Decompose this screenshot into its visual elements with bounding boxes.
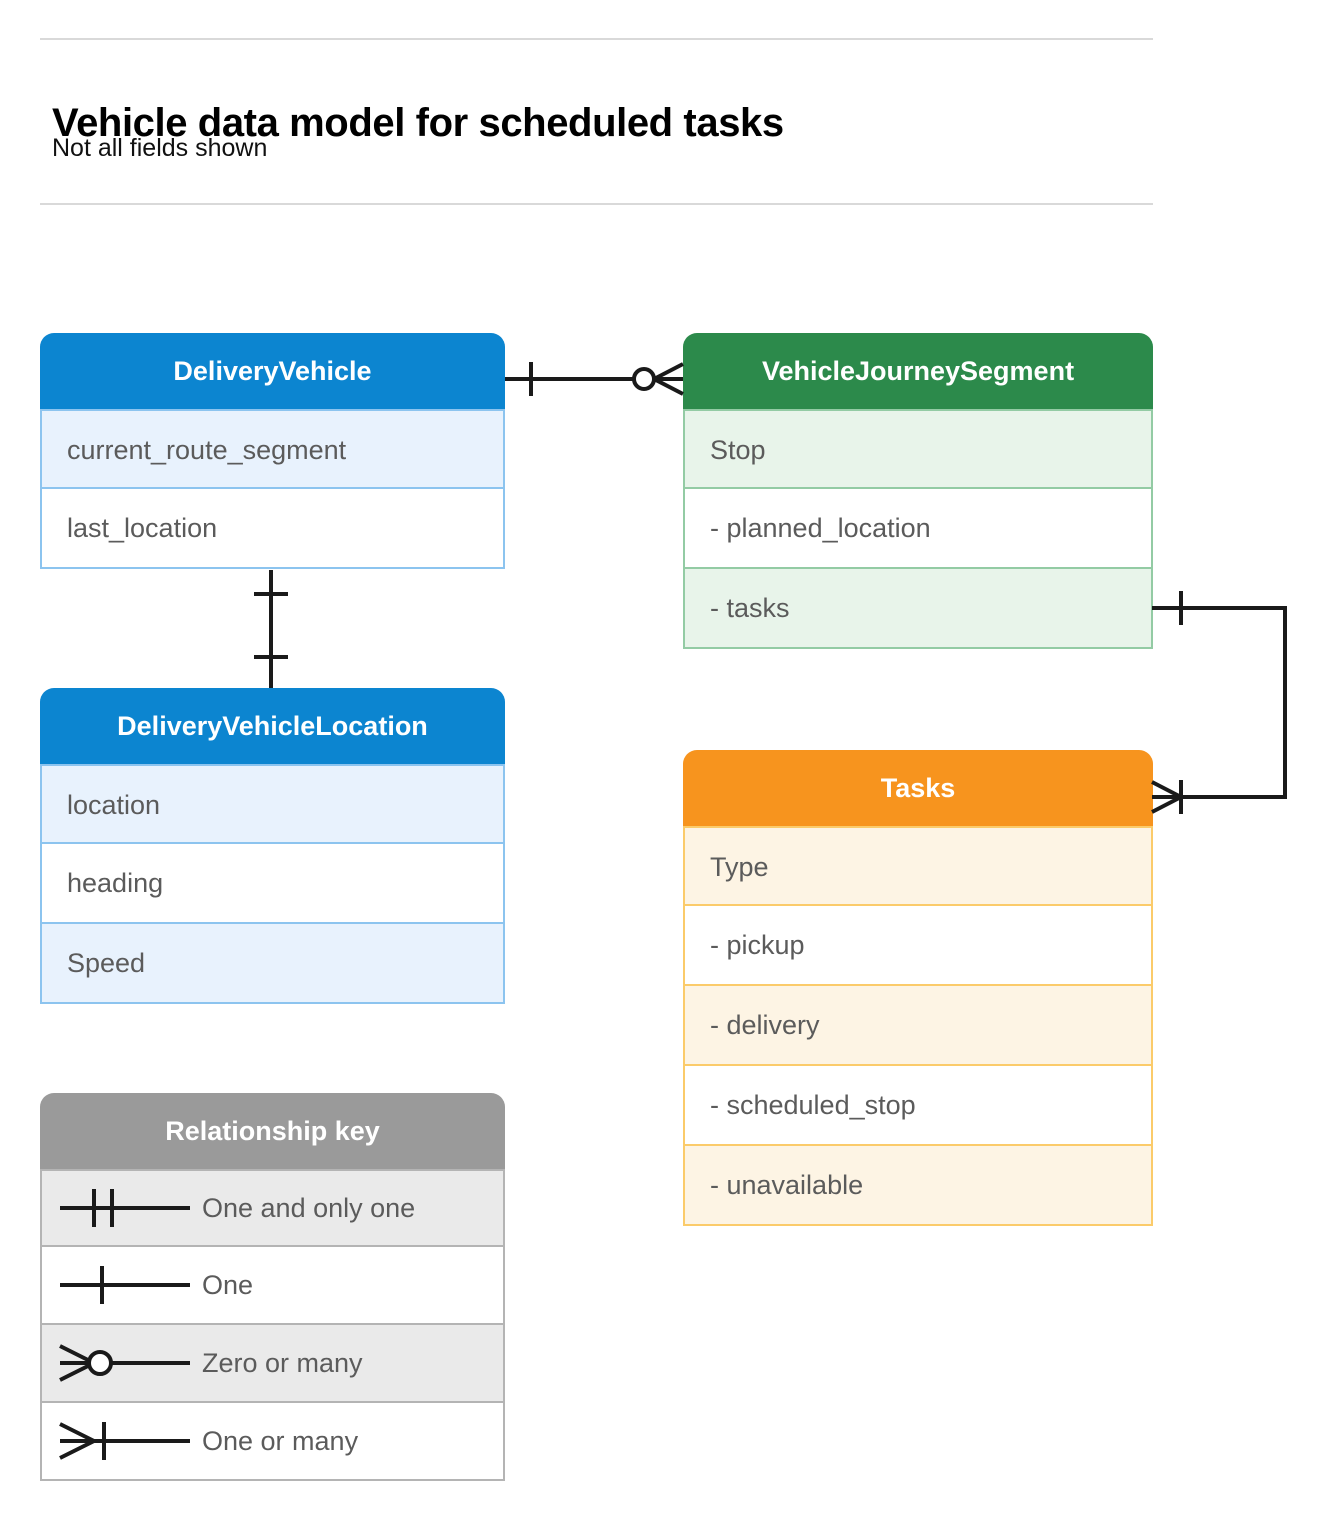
entity-delivery-vehicle[interactable]: DeliveryVehicle current_route_segment la… bbox=[40, 333, 505, 569]
entity-field-row[interactable]: - delivery bbox=[683, 986, 1153, 1066]
entity-header-delivery-vehicle-location: DeliveryVehicleLocation bbox=[40, 688, 505, 764]
legend-item-label: One and only one bbox=[202, 1192, 416, 1223]
one-icon bbox=[60, 1266, 190, 1304]
legend-item-label: One bbox=[202, 1269, 254, 1300]
entity-field-row[interactable]: - pickup bbox=[683, 906, 1153, 986]
entity-header-delivery-vehicle: DeliveryVehicle bbox=[40, 333, 505, 409]
legend-item-label: Zero or many bbox=[202, 1347, 363, 1378]
page-title: Vehicle data model for scheduled tasks bbox=[52, 100, 784, 145]
entity-vehicle-journey-segment[interactable]: VehicleJourneySegment Stop - planned_loc… bbox=[683, 333, 1153, 649]
entity-field-row[interactable]: - scheduled_stop bbox=[683, 1066, 1153, 1146]
entity-field-row[interactable]: - unavailable bbox=[683, 1146, 1153, 1226]
header-divider-top bbox=[40, 38, 1153, 40]
entity-field-row[interactable]: Type bbox=[683, 826, 1153, 906]
entity-field-row[interactable]: - planned_location bbox=[683, 489, 1153, 569]
legend-item-zero-or-many: Zero or many bbox=[40, 1325, 505, 1403]
entity-header-vehicle-journey-segment: VehicleJourneySegment bbox=[683, 333, 1153, 409]
legend-header: Relationship key bbox=[40, 1093, 505, 1169]
legend-item-label: One or many bbox=[202, 1425, 359, 1456]
connector-vehicle-to-journey-segment bbox=[505, 362, 684, 396]
connector-journey-segment-tasks-to-tasks bbox=[1151, 591, 1287, 814]
legend-item-one: One bbox=[40, 1247, 505, 1325]
legend-item-one-and-only-one: One and only one bbox=[40, 1169, 505, 1247]
one-or-many-icon bbox=[59, 1422, 190, 1460]
entity-delivery-vehicle-location[interactable]: DeliveryVehicleLocation location heading… bbox=[40, 688, 505, 1004]
entity-field-row[interactable]: heading bbox=[40, 844, 505, 924]
entity-header-tasks: Tasks bbox=[683, 750, 1153, 826]
entity-field-row[interactable]: Speed bbox=[40, 924, 505, 1004]
entity-field-row[interactable]: location bbox=[40, 764, 505, 844]
relationship-key-legend: Relationship key One and only one One Ze… bbox=[40, 1093, 505, 1481]
header-divider-bottom bbox=[40, 203, 1153, 205]
entity-field-row[interactable]: last_location bbox=[40, 489, 505, 569]
entity-tasks[interactable]: Tasks Type - pickup - delivery - schedul… bbox=[683, 750, 1153, 1226]
connector-vehicle-to-vehicle-location bbox=[254, 570, 288, 688]
entity-field-row[interactable]: current_route_segment bbox=[40, 409, 505, 489]
zero-or-many-icon bbox=[59, 1344, 190, 1382]
legend-item-one-or-many: One or many bbox=[40, 1403, 505, 1481]
one-and-only-one-icon bbox=[60, 1189, 190, 1227]
page-subtitle: Not all fields shown bbox=[52, 134, 268, 162]
entity-field-row[interactable]: - tasks bbox=[683, 569, 1153, 649]
entity-field-row[interactable]: Stop bbox=[683, 409, 1153, 489]
